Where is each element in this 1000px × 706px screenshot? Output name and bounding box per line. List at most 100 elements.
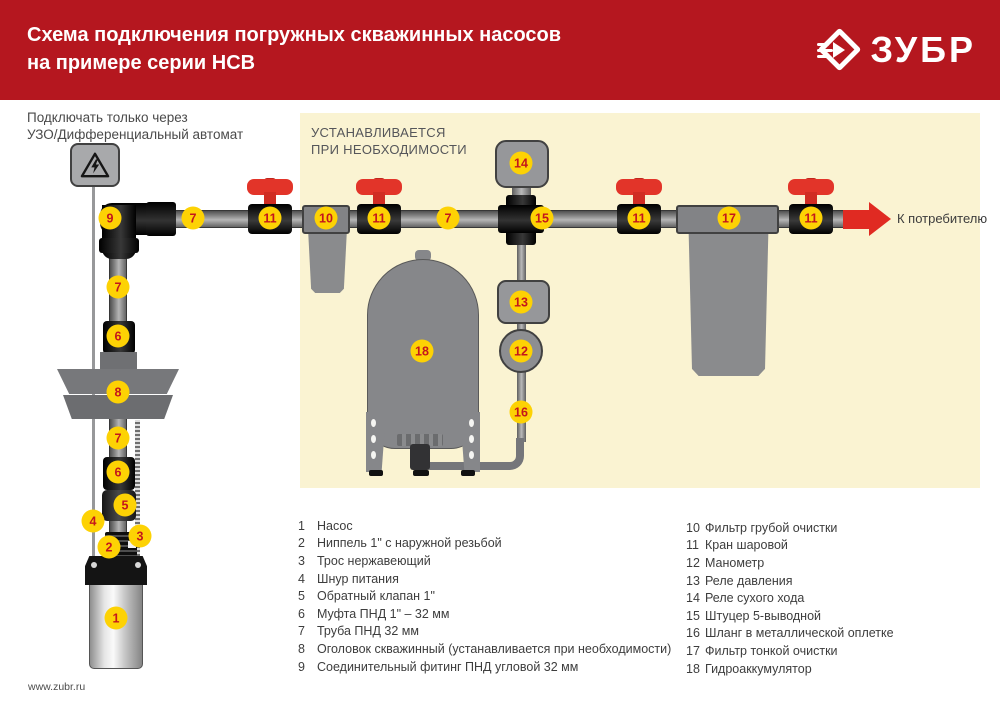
tank-leg-right: [460, 412, 480, 472]
legend-item: 2 Ниппель 1" с наружной резьбой: [298, 535, 671, 553]
callout-15: 15: [530, 206, 554, 230]
legend-label: Шнур питания: [317, 571, 399, 586]
legend-label: Насос: [317, 518, 353, 533]
valve-handle: [616, 179, 662, 195]
valve-handle: [788, 179, 834, 195]
pump-head: [85, 556, 147, 585]
legend-label: Трос нержавеющий: [317, 553, 431, 568]
legend-label: Фильтр тонкой очистки: [705, 643, 838, 658]
legend-item: 6 Муфта ПНД 1" – 32 мм: [298, 605, 671, 623]
callout-11: 11: [799, 206, 823, 230]
arrow-glyph: [832, 42, 845, 58]
speed-line: [816, 43, 829, 46]
valve-handle: [247, 179, 293, 195]
legend-item: 13 Реле давления: [686, 572, 894, 590]
legend-num: 18: [686, 661, 700, 676]
legend-label: Ниппель 1" с наружной резьбой: [317, 536, 502, 551]
legend-num: 4: [298, 571, 305, 586]
rcd-note-line2: УЗО/Дифференциальный автомат: [27, 127, 244, 142]
callout-17: 17: [717, 206, 741, 230]
legend-num: 13: [686, 573, 700, 588]
valve-stem: [373, 192, 385, 206]
zubr-diamond-icon: [816, 27, 861, 72]
legend-num: 11: [686, 538, 699, 553]
legend-label: Гидроаккумулятор: [705, 661, 812, 676]
callout-2: 2: [97, 535, 121, 559]
legend-item: 18 Гидроаккумулятор: [686, 660, 894, 678]
legend-num: 12: [686, 555, 700, 570]
consumer-label: К потребителю: [897, 211, 988, 226]
callout-12: 12: [509, 339, 533, 363]
rcd-note-line1: Подключать только через: [27, 110, 188, 125]
legend-num: 2: [298, 536, 305, 551]
callout-11: 11: [627, 206, 651, 230]
legend-item: 11 Кран шаровой: [686, 537, 894, 555]
legend-label: Соединительный фитинг ПНД угловой 32 мм: [317, 659, 579, 674]
legend-label: Обратный клапан 1": [317, 589, 435, 604]
legend-label: Реле давления: [705, 573, 793, 588]
electric-warning-icon: [80, 152, 110, 178]
site-url: www.zubr.ru: [28, 681, 86, 693]
callout-9: 9: [98, 206, 122, 230]
callout-6: 6: [106, 324, 130, 348]
pump-bolt: [135, 562, 141, 568]
panel-label-line1: УСТАНАВЛИВАЕТСЯ: [311, 125, 446, 140]
legend-num: 7: [298, 624, 305, 639]
legend-num: 16: [686, 626, 700, 641]
legend-num: 3: [298, 553, 305, 568]
legend-label: Кран шаровой: [705, 538, 788, 553]
legend-item: 4 Шнур питания: [298, 570, 671, 588]
legend-num: 8: [298, 641, 305, 656]
callout-14: 14: [509, 151, 533, 175]
legend-num: 6: [298, 606, 305, 621]
consumer-arrow-head: [869, 202, 891, 236]
legend-item: 3 Трос нержавеющий: [298, 552, 671, 570]
legend-item: 8 Оголовок скважинный (устанавливается пр…: [298, 640, 671, 658]
leg-hole: [371, 419, 376, 427]
callout-7: 7: [106, 426, 130, 450]
leg-hole: [469, 419, 474, 427]
speed-line: [816, 55, 829, 58]
panel-label-line2: ПРИ НЕОБХОДИМОСТИ: [311, 142, 467, 157]
legend-label: Штуцер 5-выводной: [705, 608, 822, 623]
valve-stem: [264, 192, 276, 206]
legend-item: 1 Насос: [298, 517, 671, 535]
valve-stem: [805, 192, 817, 206]
title-line-1: Схема подключения погружных скважинных н…: [27, 24, 562, 46]
fine-filter-body: [688, 233, 769, 376]
callout-5: 5: [113, 493, 137, 517]
tank-nub: [415, 250, 431, 261]
legend-num: 14: [686, 591, 700, 606]
leg-hole: [371, 451, 376, 459]
legend-label: Муфта ПНД 1" – 32 мм: [317, 606, 450, 621]
callout-1: 1: [104, 606, 128, 630]
callout-4: 4: [81, 509, 105, 533]
leg-hole: [469, 451, 474, 459]
rcd-note: Подключать только через УЗО/Дифференциал…: [27, 109, 243, 143]
callout-11: 11: [367, 206, 391, 230]
callout-7: 7: [181, 206, 205, 230]
coarse-filter-body: [308, 233, 347, 293]
brand-logo: ЗУБР: [816, 26, 976, 74]
electrical-box: [70, 143, 120, 187]
legend-label: Оголовок скважинный (устанавливается при…: [317, 641, 672, 656]
tank-flange: [397, 434, 443, 446]
tank-foot: [413, 470, 429, 476]
pipe-clamp: [100, 352, 137, 371]
pipe-coupling: [146, 202, 176, 236]
leg-hole: [469, 435, 474, 443]
legend-num: 10: [686, 520, 700, 535]
legend-num: 1: [298, 518, 305, 533]
legend-num: 15: [686, 608, 700, 623]
speed-line: [816, 49, 833, 52]
valve-handle: [356, 179, 402, 195]
